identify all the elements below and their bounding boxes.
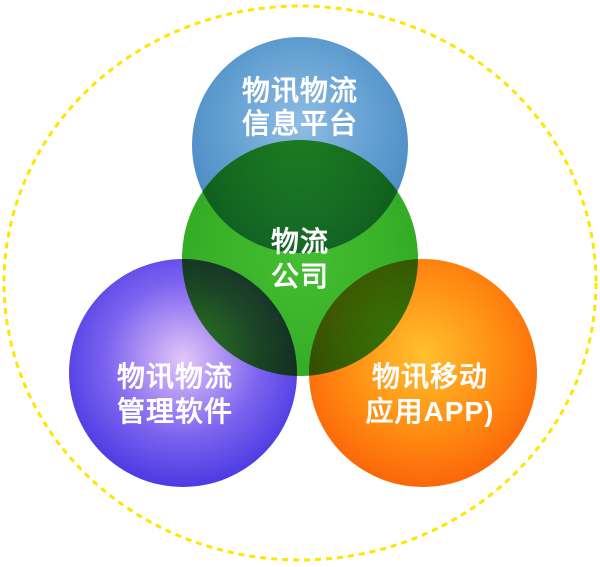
label-management-software-line2: 管理软件 bbox=[116, 396, 233, 427]
label-logistics-company-line2: 公司 bbox=[270, 261, 329, 292]
label-management-software-line1: 物讯物流 bbox=[116, 361, 233, 392]
label-mobile-app-line2: 应用APP) bbox=[365, 396, 495, 427]
venn-circle-mobile-app bbox=[309, 259, 537, 487]
label-mobile-app-line1: 物讯移动 bbox=[371, 361, 488, 392]
label-logistics-company: 物流 公司 bbox=[220, 224, 380, 294]
label-info-platform: 物讯物流 信息平台 bbox=[180, 74, 420, 140]
label-info-platform-line2: 信息平台 bbox=[241, 108, 358, 139]
label-mobile-app: 物讯移动 应用APP) bbox=[310, 359, 550, 429]
label-info-platform-line1: 物讯物流 bbox=[241, 75, 358, 106]
label-management-software: 物讯物流 管理软件 bbox=[55, 359, 295, 429]
label-logistics-company-line1: 物流 bbox=[270, 226, 329, 257]
outer-dashed-ellipse bbox=[2, 4, 598, 562]
venn-circle-management-software bbox=[69, 259, 297, 487]
